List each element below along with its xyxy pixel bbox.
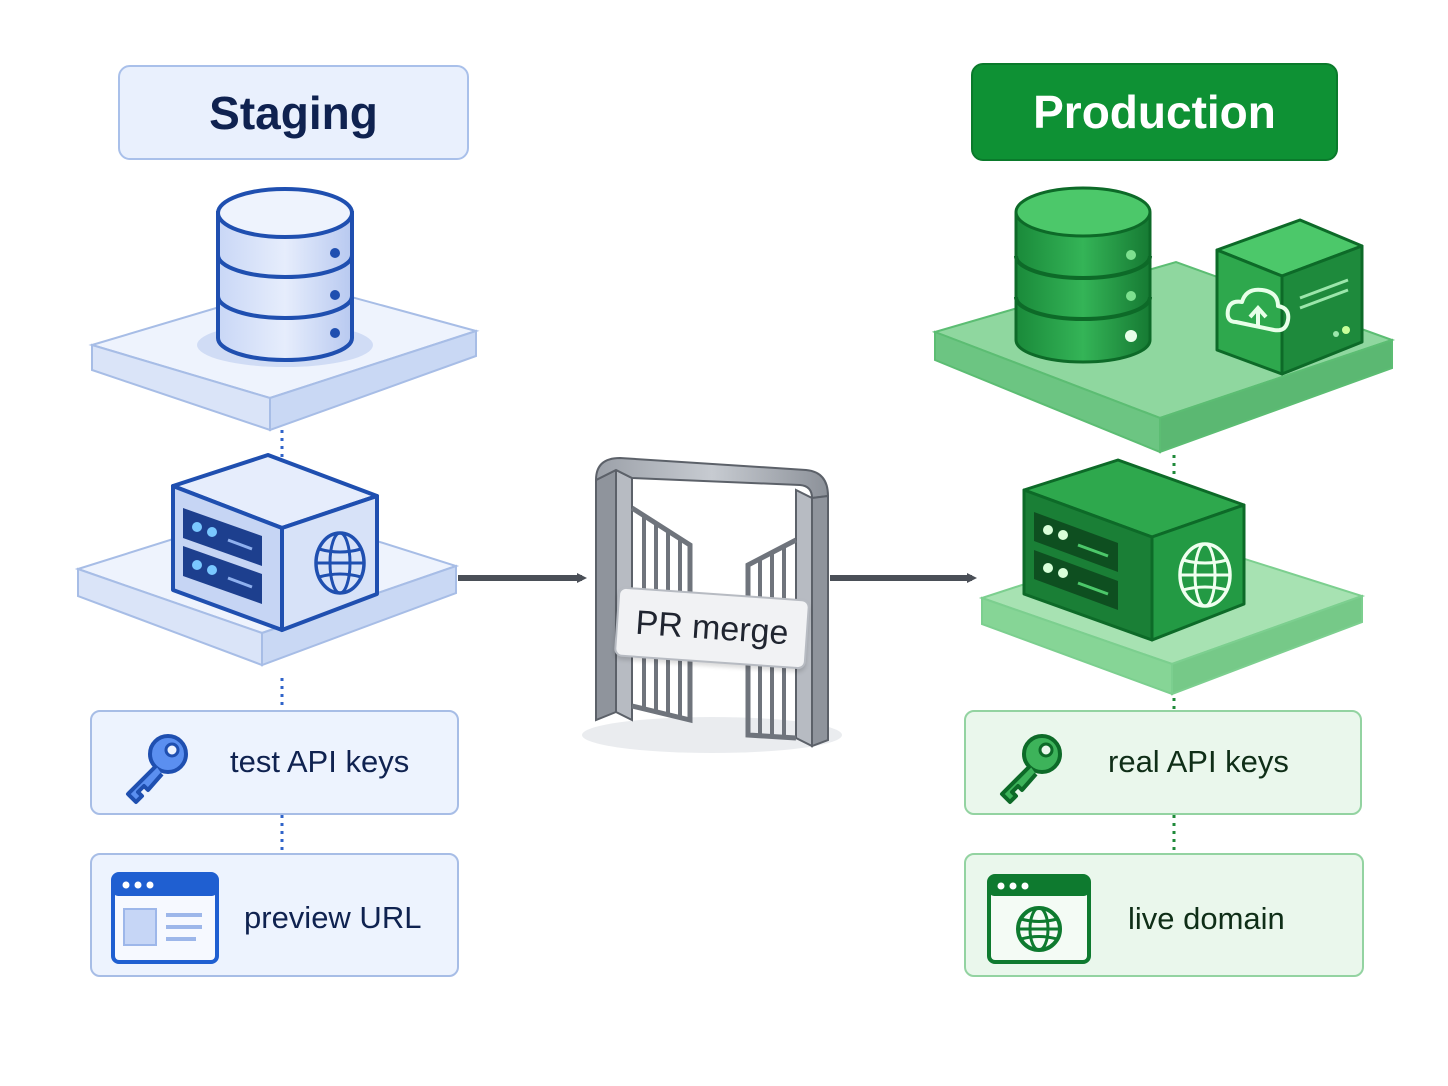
production-url-label: live domain — [1128, 901, 1285, 936]
browser-globe-icon — [987, 874, 1091, 964]
production-api-keys-box: real API keys — [964, 710, 1362, 815]
key-icon — [126, 734, 188, 804]
staging-api-keys-box: test API keys — [90, 710, 459, 815]
staging-title: Staging — [118, 65, 469, 160]
database-icon — [1014, 186, 1152, 364]
server-globe-icon — [1022, 458, 1246, 642]
server-globe-icon — [171, 453, 379, 632]
browser-window-icon — [111, 872, 219, 964]
production-api-keys-label: real API keys — [1108, 744, 1289, 779]
staging-api-keys-label: test API keys — [230, 744, 410, 779]
production-title: Production — [971, 63, 1338, 161]
cloud-upload-server-icon — [1215, 218, 1364, 376]
gate-label: PR merge — [613, 586, 811, 670]
database-icon — [216, 187, 354, 362]
production-url-box: live domain — [964, 853, 1364, 977]
staging-url-box: preview URL — [90, 853, 459, 977]
key-icon — [1000, 734, 1062, 804]
staging-url-label: preview URL — [244, 900, 422, 935]
